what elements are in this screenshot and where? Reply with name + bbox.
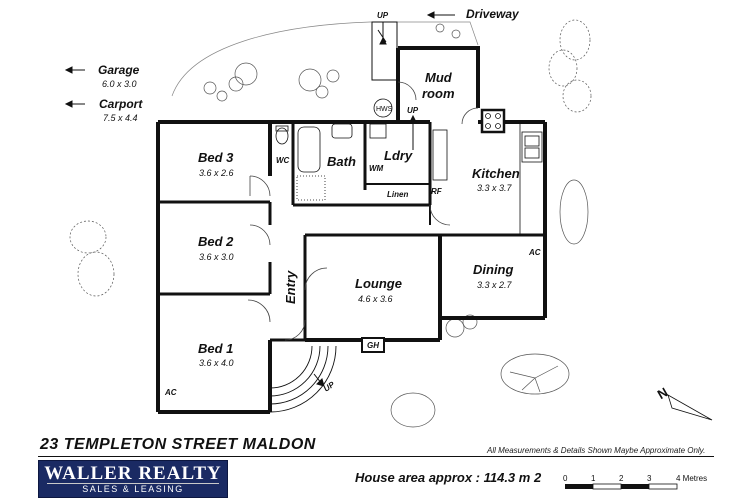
garage-structure	[371, 21, 398, 81]
ac-dining-label: AC	[528, 248, 541, 257]
garage-label: Garage	[98, 63, 140, 77]
hws-label: HWS	[376, 106, 393, 113]
lounge-label: Lounge	[355, 276, 402, 291]
garage-dim: 6.0 x 3.0	[102, 79, 137, 89]
ac-bed1-label: AC	[164, 388, 177, 397]
linen-label: Linen	[387, 190, 408, 199]
logo-sub-text: SALES & LEASING	[82, 484, 184, 494]
logo-divider	[47, 483, 219, 484]
hws-icon	[373, 98, 393, 118]
bed1-dim: 3.6 x 4.0	[199, 358, 234, 368]
doors	[247, 81, 479, 341]
kitchen-label: Kitchen	[472, 166, 520, 181]
rf-label: RF	[431, 187, 443, 196]
bed3-dim: 3.6 x 2.6	[199, 168, 234, 178]
compass-n: N	[655, 384, 671, 402]
front-steps	[269, 345, 337, 413]
driveway-outline	[171, 21, 479, 97]
carport-dim: 7.5 x 4.4	[103, 113, 138, 123]
scale-tick-4: 4 Metres	[676, 474, 707, 483]
landscaping	[69, 19, 592, 428]
compass-icon: N	[655, 384, 713, 421]
bath-label: Bath	[327, 154, 356, 169]
mud-room-label-1: Mud	[425, 70, 453, 85]
disclaimer-text: All Measurements & Details Shown Maybe A…	[487, 446, 706, 455]
entry-label: Entry	[283, 270, 298, 304]
driveway-label: Driveway	[466, 7, 520, 21]
waller-realty-logo: WALLER REALTY SALES & LEASING	[38, 460, 228, 498]
up-laundry-label: UP	[407, 106, 419, 115]
arrows	[64, 11, 455, 387]
up-front-label: UP	[322, 380, 337, 394]
walls	[156, 46, 547, 414]
dining-label: Dining	[473, 262, 513, 277]
bed2-label: Bed 2	[198, 234, 234, 249]
scale-tick-0: 0	[563, 474, 568, 483]
house-area-text: House area approx : 114.3 m 2	[355, 470, 542, 485]
bed2-dim: 3.6 x 3.0	[199, 252, 234, 262]
scale-tick-1: 1	[591, 474, 596, 483]
bath-fixtures	[275, 123, 448, 201]
mud-room-label-2: room	[422, 86, 455, 101]
lounge-dim: 4.6 x 3.6	[358, 294, 393, 304]
logo-main-text: WALLER REALTY	[44, 463, 222, 484]
gas-heater-box	[361, 337, 385, 353]
bed1-label: Bed 1	[198, 341, 233, 356]
scale-tick-2: 2	[619, 474, 624, 483]
bed3-label: Bed 3	[198, 150, 234, 165]
property-address: 23 TEMPLETON STREET MALDON	[40, 436, 316, 453]
carport-label: Carport	[99, 97, 143, 111]
kitchen-dim: 3.3 x 3.7	[477, 183, 513, 193]
dining-dim: 3.3 x 2.7	[477, 280, 513, 290]
scale-bar: 0 1 2 3 4 Metres	[563, 474, 707, 490]
footer-divider	[38, 456, 714, 457]
gh-label: GH	[367, 341, 379, 350]
wc-label: WC	[276, 156, 290, 165]
scale-tick-3: 3	[647, 474, 652, 483]
wm-label: WM	[369, 164, 384, 173]
kitchen-fixtures	[480, 108, 543, 235]
laundry-label: Ldry	[384, 148, 413, 163]
up-top-label: UP	[377, 11, 389, 20]
